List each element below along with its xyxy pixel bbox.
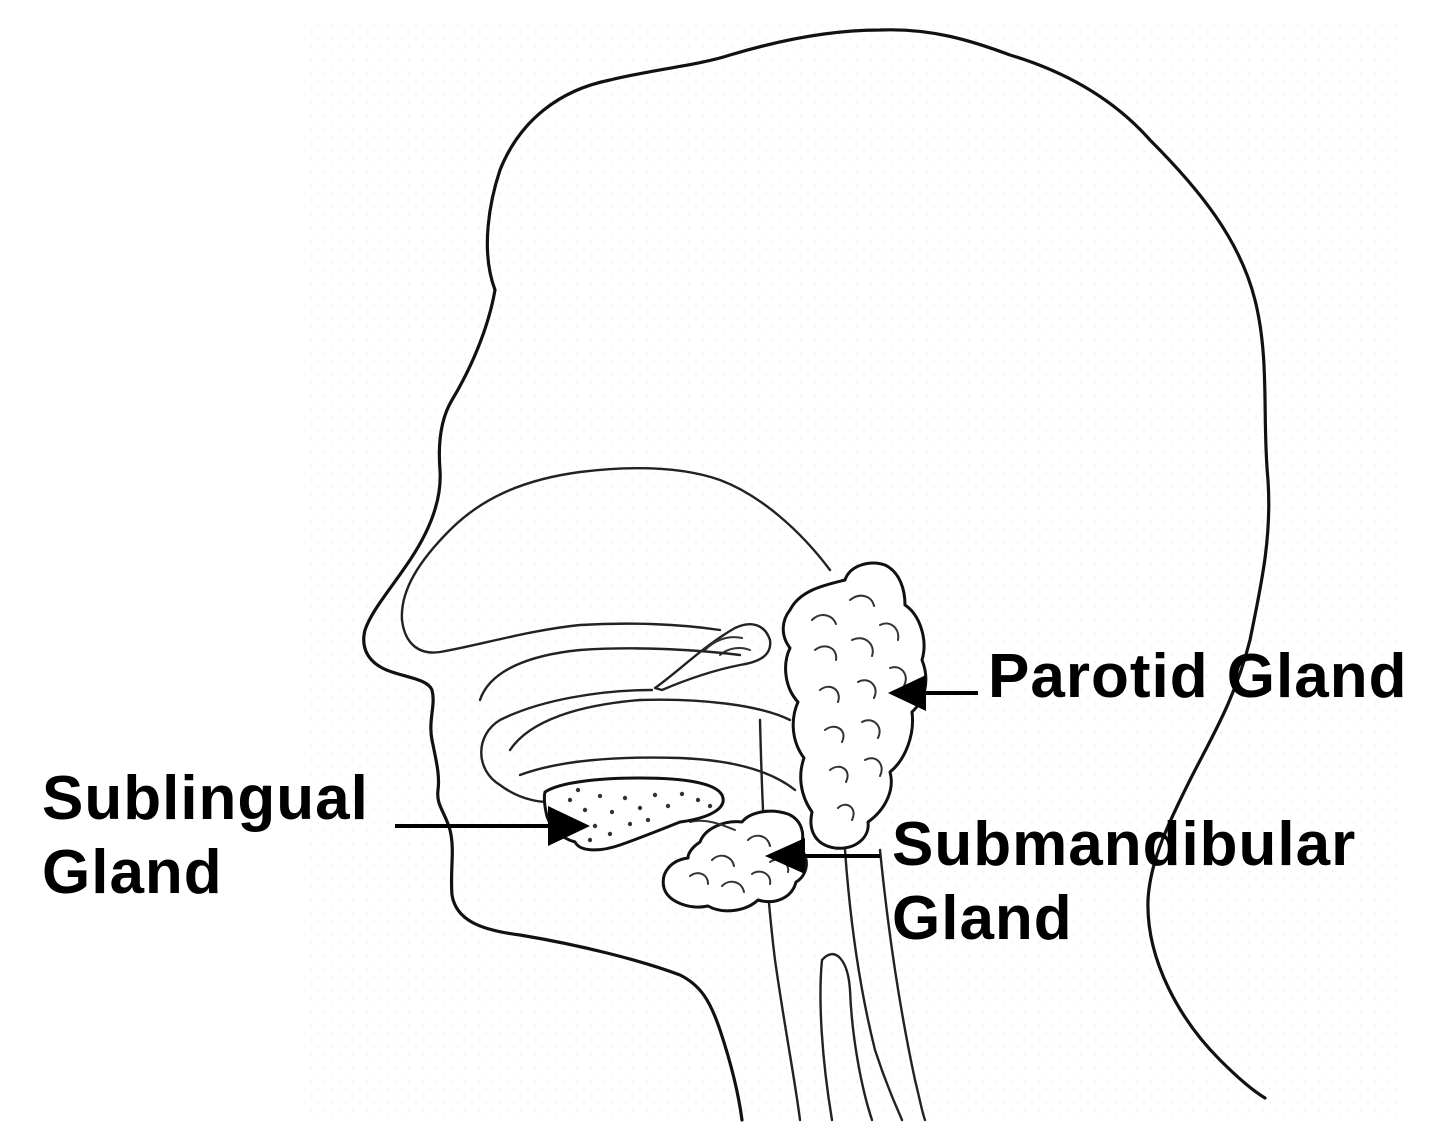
nasal-cavity <box>400 467 832 622</box>
trachea <box>819 953 874 1122</box>
submandibular-label-line2: Gland <box>892 884 1073 953</box>
sublingual-gland-label: Sublingual Gland <box>42 762 369 910</box>
pharynx-front <box>758 718 802 1122</box>
tongue-outer <box>478 647 742 702</box>
head-outline <box>485 28 1271 1100</box>
sublingual-stipple <box>559 787 713 843</box>
sublingual-label-line1: Sublingual <box>42 764 369 833</box>
submandibular-label-line1: Submandibular <box>892 810 1357 879</box>
sublingual-arrow <box>395 806 590 846</box>
tongue-surface <box>508 698 792 752</box>
spine-line <box>878 848 927 1122</box>
parotid-lobules <box>811 594 907 821</box>
pharynx-back <box>843 848 904 1122</box>
palate-arc <box>480 688 654 787</box>
parotid-gland <box>781 561 928 850</box>
parotid-gland-label: Parotid Gland <box>988 642 1408 711</box>
submandibular-gland <box>661 809 808 913</box>
tongue-under <box>518 756 797 792</box>
submandibular-gland-label: Submandibular Gland <box>892 808 1356 956</box>
sublingual-label-line2: Gland <box>42 838 223 907</box>
submandibular-arrow <box>765 838 880 874</box>
parotid-arrow <box>888 675 978 711</box>
face-profile <box>362 288 744 1122</box>
nasal-floor <box>400 618 722 654</box>
submandibular-duct <box>689 819 736 831</box>
